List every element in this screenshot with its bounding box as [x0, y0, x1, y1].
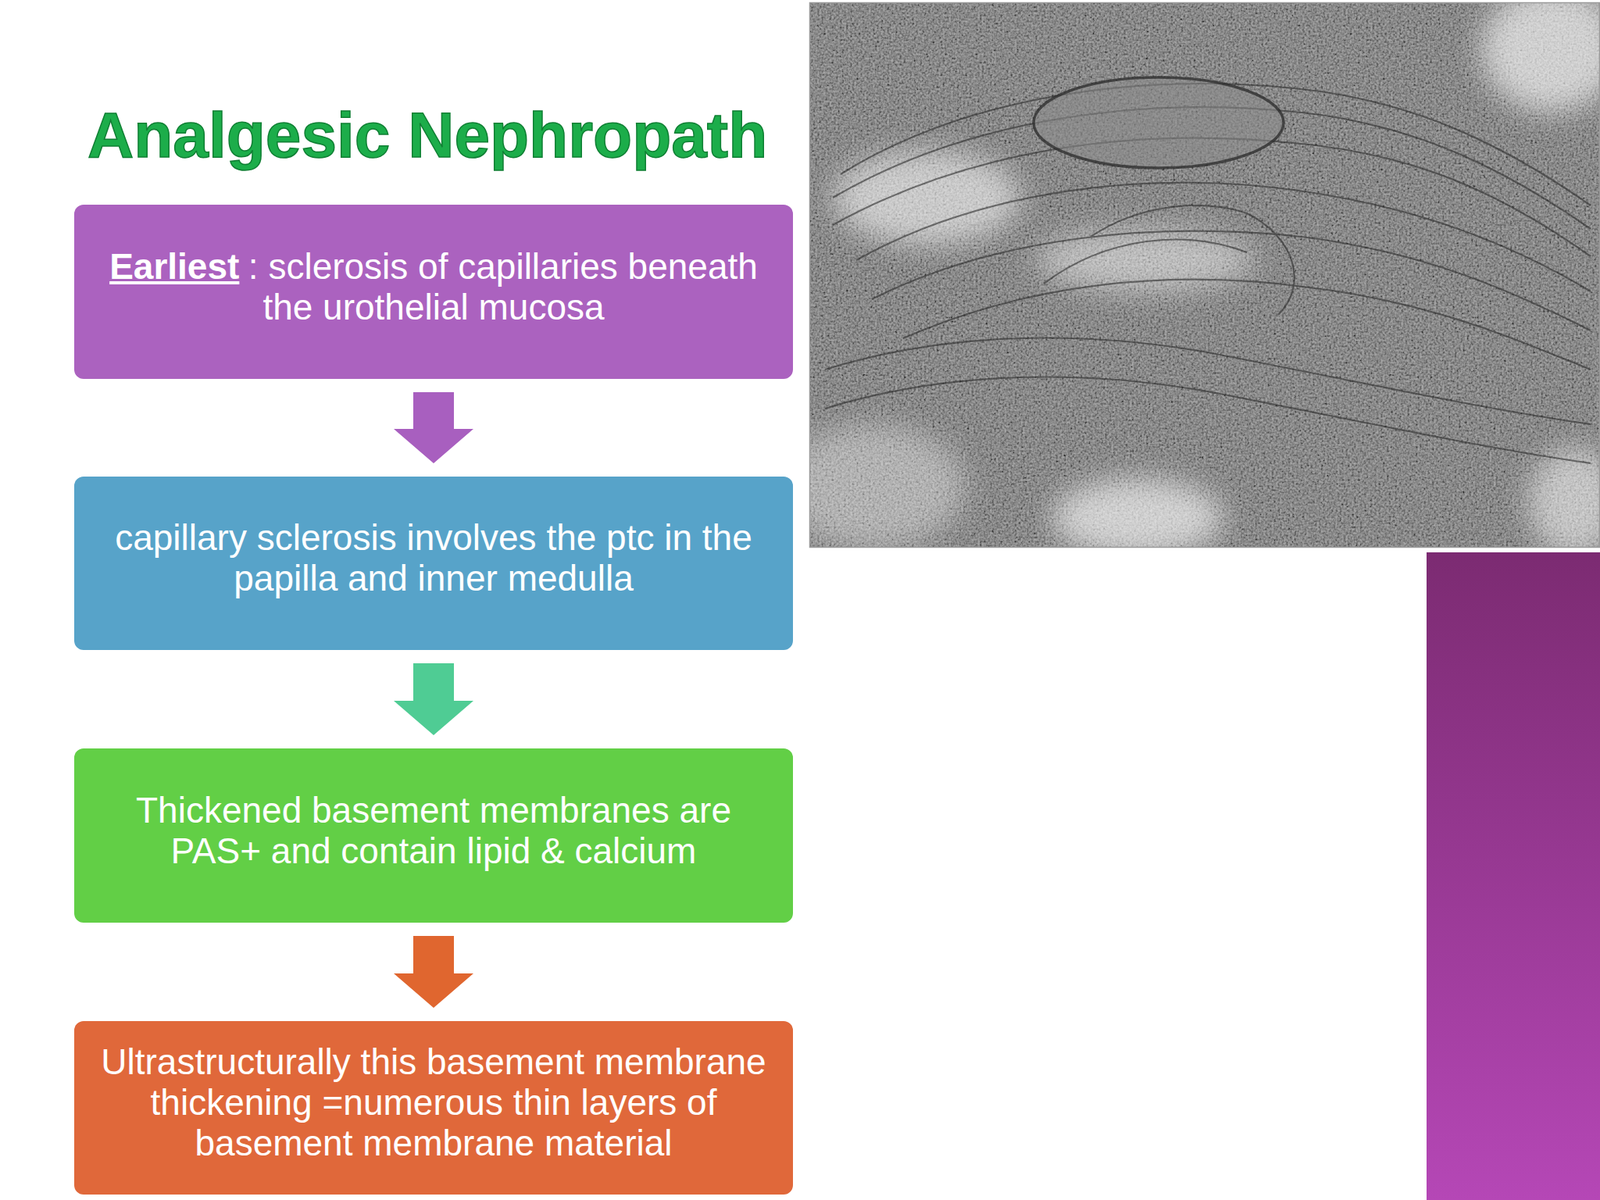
flow-arrow [393, 392, 474, 464]
box-label: capillary sclerosis involves the ptc in … [114, 517, 753, 599]
flow-arrow [393, 663, 474, 736]
box-text: Ultrastructurally this basement membrane… [74, 1021, 793, 1169]
flow-arrow [393, 935, 474, 1008]
electron-micrograph [809, 2, 1600, 548]
process-box: capillary sclerosis involves the ptc in … [74, 476, 793, 650]
box-heading: Earliest [109, 246, 240, 287]
box-label: Ultrastructurally this basement membrane… [100, 1041, 766, 1164]
box-text: Thickened basement membranes are PAS+ an… [74, 748, 793, 876]
box-label: Thickened basement membranes are PAS+ an… [135, 789, 732, 872]
box-text: capillary sclerosis involves the ptc in … [74, 476, 793, 604]
process-box: Earliest: sclerosis of capillaries benea… [74, 204, 793, 379]
process-box: Thickened basement membranes are PAS+ an… [74, 748, 793, 923]
accent-bar [1426, 552, 1600, 1200]
slide-title: Analgesic Nephropath [87, 100, 768, 171]
box-label: : sclerosis of capillaries beneath the u… [248, 246, 758, 328]
process-box: Ultrastructurally this basement membrane… [74, 1021, 793, 1195]
box-text: Earliest: sclerosis of capillaries benea… [74, 204, 793, 333]
